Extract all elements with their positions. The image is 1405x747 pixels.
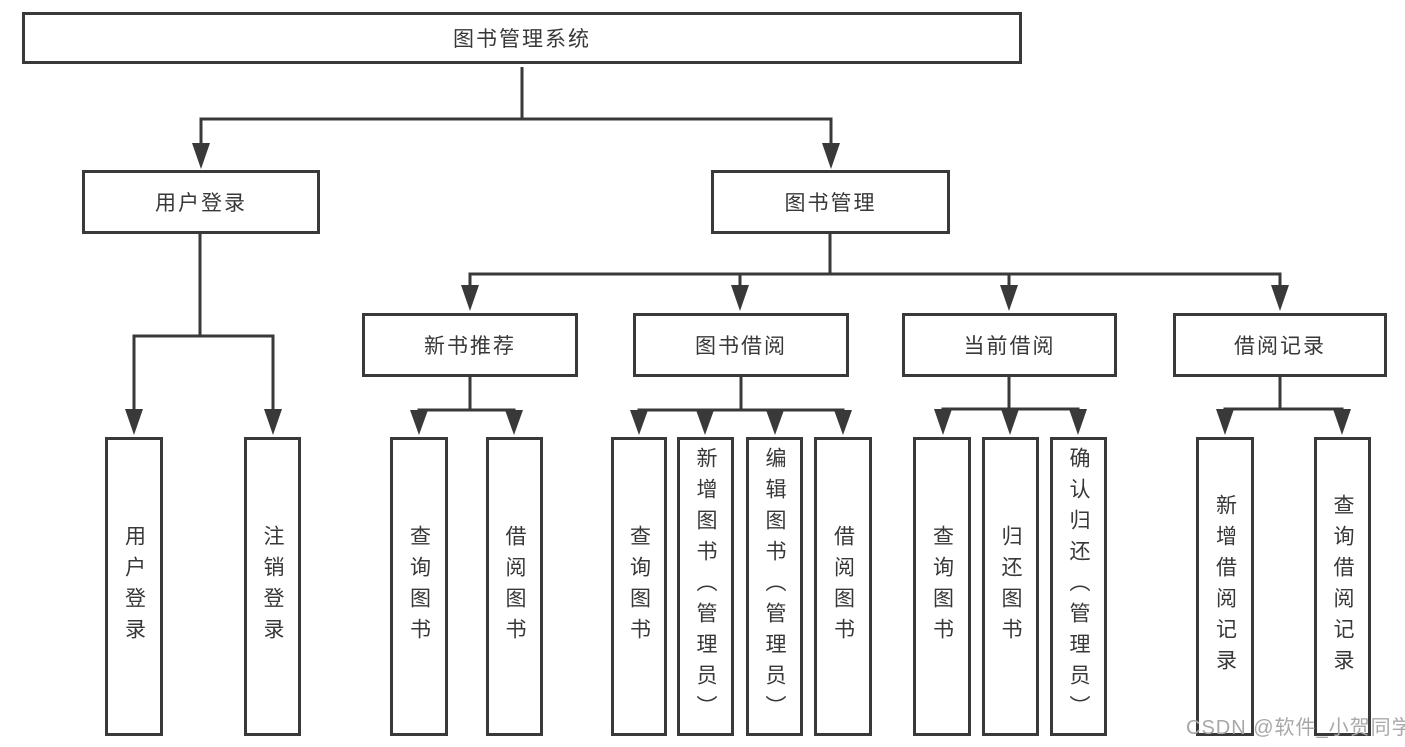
arrowheads (125, 143, 1351, 435)
node-label: 当前借阅 (963, 335, 1056, 358)
node-label: 借阅图书 (831, 524, 855, 649)
node-label: 借阅图书 (503, 524, 526, 649)
node-label: 确认归还（管理员） (1067, 447, 1090, 726)
node-label: 借阅记录 (1234, 335, 1326, 358)
node-label: 注销登录 (261, 524, 284, 649)
node-label: 图书借阅 (695, 335, 787, 358)
node-leaf-borrow-books-recommend: 借阅图书 (486, 437, 543, 736)
connector-records-bar (1223, 407, 1344, 418)
connector-level1-bar (199, 117, 833, 150)
node-label: 图书管理系统 (453, 28, 591, 51)
node-book-borrow: 图书借阅 (633, 313, 849, 377)
node-leaf-query-books-borrow: 查询图书 (611, 437, 667, 736)
node-leaf-edit-book-admin: 编辑图书（管理员） (746, 437, 803, 736)
csdn-watermark: CSDN @软件_小贺同学 (1186, 717, 1405, 739)
node-library-system-root: 图书管理系统 (22, 12, 1022, 64)
node-leaf-query-books-current: 查询图书 (913, 437, 971, 736)
node-label: 用户登录 (122, 524, 146, 649)
node-label: 查询图书 (627, 524, 651, 649)
node-label: 用户登录 (155, 192, 247, 215)
node-book-management-branch: 图书管理 (711, 170, 950, 234)
node-label: 查询图书 (930, 524, 954, 649)
node-leaf-add-book-admin: 新增图书（管理员） (677, 437, 734, 736)
node-leaf-logout: 注销登录 (244, 437, 301, 736)
node-user-login-branch: 用户登录 (82, 170, 320, 234)
node-leaf-add-borrow-record: 新增借阅记录 (1196, 437, 1254, 736)
node-label: 新书推荐 (424, 335, 516, 358)
node-label: 归还图书 (999, 524, 1022, 649)
connector-level2-bar (468, 272, 1282, 293)
node-leaf-query-borrow-record: 查询借阅记录 (1314, 437, 1371, 736)
node-label: 编辑图书（管理员） (763, 447, 786, 726)
connector-recommend-bar (417, 408, 516, 418)
connector-user-login-bar (132, 334, 275, 418)
node-label: 查询借阅记录 (1331, 493, 1354, 680)
node-label: 新增图书（管理员） (694, 447, 717, 726)
node-label: 新增借阅记录 (1213, 493, 1237, 680)
node-label: 图书管理 (784, 192, 877, 215)
node-leaf-confirm-return-admin: 确认归还（管理员） (1050, 437, 1107, 736)
node-label: 查询图书 (407, 524, 431, 649)
node-leaf-query-books-recommend: 查询图书 (390, 437, 448, 736)
node-current-borrow: 当前借阅 (902, 313, 1117, 377)
connector-borrow-bar (637, 408, 845, 418)
node-leaf-return-books: 归还图书 (982, 437, 1039, 736)
node-leaf-borrow-books: 借阅图书 (814, 437, 872, 736)
node-borrow-records: 借阅记录 (1173, 313, 1387, 377)
node-new-book-recommend: 新书推荐 (362, 313, 578, 377)
node-leaf-user-login: 用户登录 (105, 437, 163, 736)
